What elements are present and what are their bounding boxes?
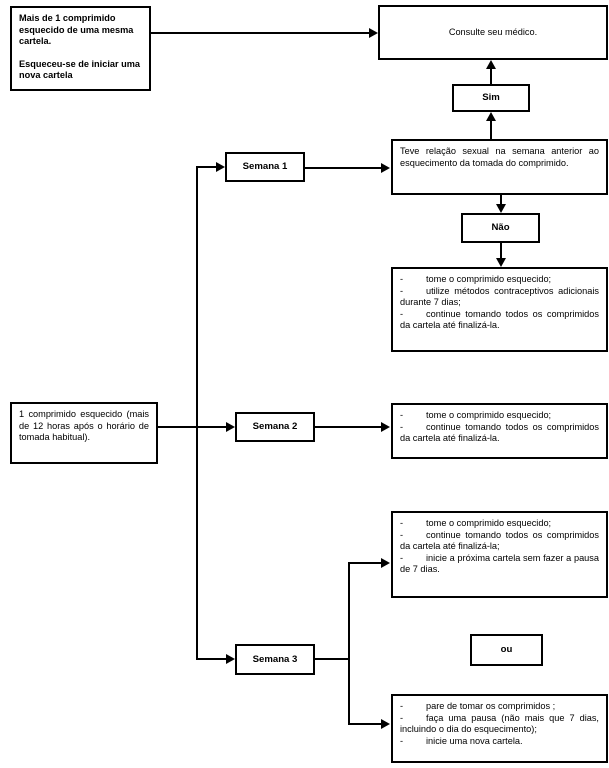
- arrowhead-no-top: [496, 204, 506, 213]
- question-sex-label: Teve relação sexual na semana anterior a…: [400, 146, 599, 168]
- no-label: Não: [491, 222, 510, 234]
- list-item: - tome o comprimido esquecido;: [400, 518, 599, 530]
- list-item: -continue tomando todos os comprimidos d…: [400, 309, 599, 332]
- connector-missedmultiple-to-consult: [151, 32, 369, 34]
- bullet-dash: -: [400, 529, 404, 540]
- connector-week1-to-question: [305, 167, 382, 169]
- node-consult-doctor: Consulte seu médico.: [378, 5, 608, 60]
- missed-one-label: 1 comprimido esquecido (mais de 12 horas…: [19, 409, 149, 443]
- bullet-text: continue tomando todos os comprimidos da…: [400, 308, 599, 331]
- arrowhead-advice-week3a-left: [381, 558, 390, 568]
- connector-missedone-out: [158, 426, 198, 428]
- list-item: -faça uma pausa (não mais que 7 dias, in…: [400, 713, 599, 736]
- node-no: Não: [461, 213, 540, 243]
- list-item: -continue tomando todos os comprimidos d…: [400, 422, 599, 445]
- week2-label: Semana 2: [252, 421, 298, 433]
- missed-multiple-line1: Mais de 1 comprimido esquecido de uma me…: [19, 13, 134, 47]
- week3-label: Semana 3: [252, 653, 298, 665]
- node-missed-one: 1 comprimido esquecido (mais de 12 horas…: [10, 402, 158, 464]
- connector-split-to-advice-b: [348, 723, 382, 725]
- bullet-text: tome o comprimido esquecido;: [426, 274, 552, 284]
- bullet-text: utilize métodos contraceptivos adicionai…: [400, 285, 599, 308]
- connector-trunk-to-week2: [196, 426, 227, 428]
- bullet-dash: -: [400, 274, 404, 284]
- connector-week3-splitter: [348, 562, 350, 723]
- list-item: - tome o comprimido esquecido;: [400, 274, 599, 286]
- node-week2: Semana 2: [235, 412, 315, 442]
- list-item: -continue tomando todos os comprimidos d…: [400, 530, 599, 553]
- node-week3: Semana 3: [235, 644, 315, 675]
- arrowhead-advice-week2-left: [381, 422, 390, 432]
- bullet-text: continue tomando todos os comprimidos da…: [400, 421, 599, 444]
- node-advice-week1-no: - tome o comprimido esquecido; -utilize m…: [391, 267, 608, 352]
- connector-week3-out: [315, 658, 350, 660]
- list-item: -inicie a próxima cartela sem fazer a pa…: [400, 553, 599, 576]
- node-advice-week2: - tome o comprimido esquecido; -continue …: [391, 403, 608, 459]
- node-week1: Semana 1: [225, 152, 305, 182]
- connector-question-to-yes: [490, 121, 492, 139]
- connector-split-to-advice-a: [348, 562, 382, 564]
- connector-trunk-vertical: [196, 166, 198, 660]
- list-item: - tome o comprimido esquecido;: [400, 410, 599, 422]
- list-item: - pare de tomar os comprimidos ;: [400, 701, 599, 713]
- bullet-dash: -: [400, 712, 404, 723]
- missed-multiple-line2: Esqueceu-se de iniciar uma nova cartela: [19, 58, 141, 81]
- arrowhead-advice-week1-top: [496, 258, 506, 267]
- node-or: ou: [470, 634, 543, 666]
- connector-trunk-to-week1: [196, 166, 217, 168]
- arrowhead-week2-left: [226, 422, 235, 432]
- bullet-text: pare de tomar os comprimidos ;: [426, 701, 556, 711]
- node-missed-multiple: Mais de 1 comprimido esquecido de uma me…: [10, 6, 151, 91]
- consult-doctor-label: Consulte seu médico.: [448, 26, 538, 37]
- connector-question-to-no: [500, 195, 502, 205]
- bullet-dash: -: [400, 421, 404, 432]
- bullet-text: faça uma pausa (não mais que 7 dias, inc…: [400, 712, 599, 735]
- bullet-dash: -: [400, 410, 404, 420]
- arrowhead-question-left: [381, 163, 390, 173]
- bullet-dash: -: [400, 735, 404, 746]
- bullet-dash: -: [400, 518, 404, 528]
- arrowhead-week1-left: [216, 162, 225, 172]
- arrowhead-yes-bottom: [486, 112, 496, 121]
- arrowhead-week3-left: [226, 654, 235, 664]
- bullet-dash: -: [400, 308, 404, 319]
- bullet-text: continue tomando todos os comprimidos da…: [400, 529, 599, 552]
- list-item: - inicie uma nova cartela.: [400, 736, 599, 748]
- node-question-sex: Teve relação sexual na semana anterior a…: [391, 139, 608, 195]
- connector-trunk-to-week3: [196, 658, 227, 660]
- node-yes: Sim: [452, 84, 530, 112]
- list-item: -utilize métodos contraceptivos adiciona…: [400, 286, 599, 309]
- connector-yes-to-consult: [490, 69, 492, 85]
- bullet-dash: -: [400, 552, 404, 563]
- arrowhead-consult-left: [369, 28, 378, 38]
- or-label: ou: [500, 644, 513, 656]
- arrowhead-advice-week3b-left: [381, 719, 390, 729]
- bullet-text: tome o comprimido esquecido;: [426, 410, 552, 420]
- arrowhead-consult-bottom: [486, 60, 496, 69]
- yes-label: Sim: [482, 92, 500, 104]
- bullet-dash: -: [400, 701, 404, 711]
- bullet-dash: -: [400, 285, 404, 296]
- bullet-text: tome o comprimido esquecido;: [426, 518, 552, 528]
- week1-label: Semana 1: [242, 161, 288, 173]
- bullet-text: inicie a próxima cartela sem fazer a pau…: [400, 552, 599, 575]
- connector-no-to-advice: [500, 243, 502, 258]
- connector-week2-to-advice: [315, 426, 382, 428]
- node-advice-week3-b: - pare de tomar os comprimidos ; -faça um…: [391, 694, 608, 763]
- node-advice-week3-a: - tome o comprimido esquecido; -continue …: [391, 511, 608, 598]
- bullet-text: inicie uma nova cartela.: [426, 735, 523, 746]
